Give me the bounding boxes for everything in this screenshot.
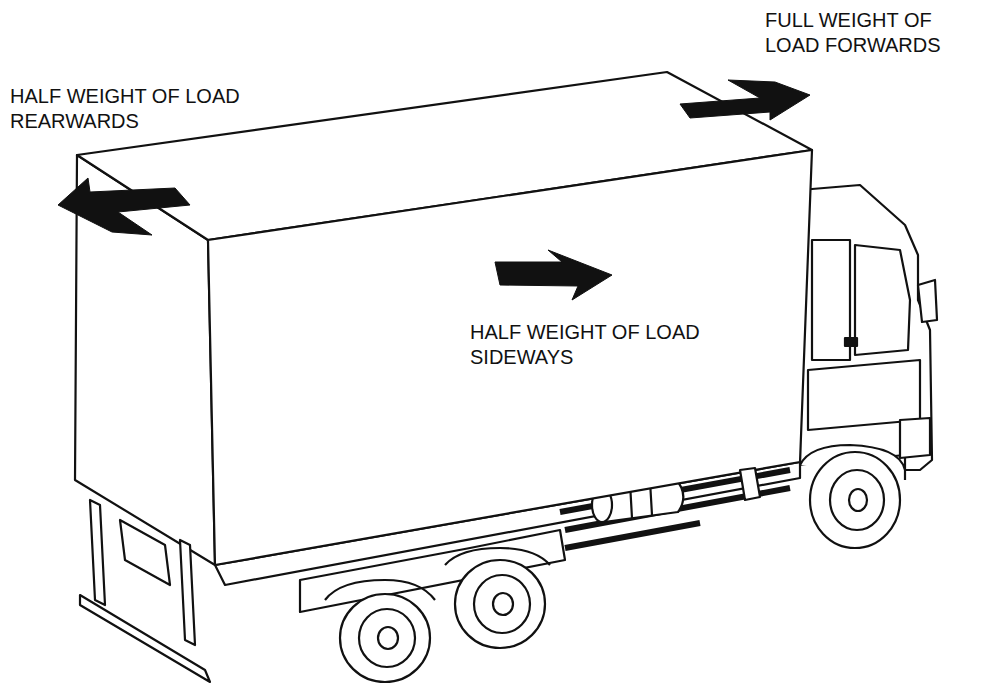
- force-label: HALF WEIGHT OF LOAD REARWARDS: [10, 84, 260, 134]
- force-label: FULL WEIGHT OF LOAD FORWARDS: [765, 8, 981, 58]
- force-label: HALF WEIGHT OF LOAD SIDEWAYS: [470, 320, 710, 370]
